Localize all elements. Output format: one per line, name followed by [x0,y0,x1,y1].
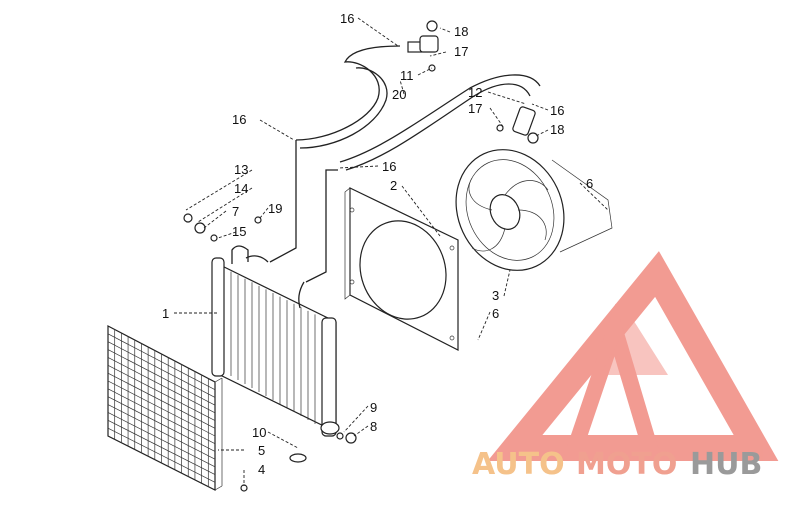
callout-14: 14 [234,181,248,196]
callout-2: 2 [390,178,397,193]
callout-18-top: 18 [454,24,468,39]
callout-6-fan: 6 [586,176,593,191]
callout-5: 5 [258,443,265,458]
callout-13: 13 [234,162,248,177]
callout-15: 15 [232,224,246,239]
cooling-fan [455,149,613,271]
callout-16-right: 16 [550,103,564,118]
callout-4: 4 [258,462,265,477]
callout-10: 10 [252,425,266,440]
fan-shroud [344,187,459,351]
callout-9: 9 [370,400,377,415]
callout-11: 11 [400,68,414,83]
watermark-text: AUTO MOTO HUB [472,447,762,482]
callout-18-right: 18 [550,122,564,137]
watermark-logo [487,251,779,461]
watermark-moto: MOTO [576,447,677,482]
callout-16-top: 16 [340,11,354,26]
callout-7: 7 [232,204,239,219]
callout-1: 1 [162,306,169,321]
callout-17-right: 17 [468,101,482,116]
callout-12: 12 [468,85,482,100]
callout-16-left: 16 [232,112,246,127]
leader-lines [174,17,609,486]
radiator [211,245,340,463]
callout-6-shroud: 6 [492,306,499,321]
callout-labels: 1 2 3 4 5 6 6 7 8 9 10 11 12 13 14 15 16… [162,11,593,477]
watermark-auto: AUTO [472,447,565,482]
coolant-hoses [269,35,541,283]
callout-19: 19 [268,201,282,216]
watermark-hub: HUB [690,447,762,482]
callout-17-top: 17 [454,44,468,59]
callout-8: 8 [370,419,377,434]
callout-16-mid: 16 [382,159,396,174]
callout-20: 20 [392,87,406,102]
condenser-screen [107,325,223,491]
callout-3: 3 [492,288,499,303]
